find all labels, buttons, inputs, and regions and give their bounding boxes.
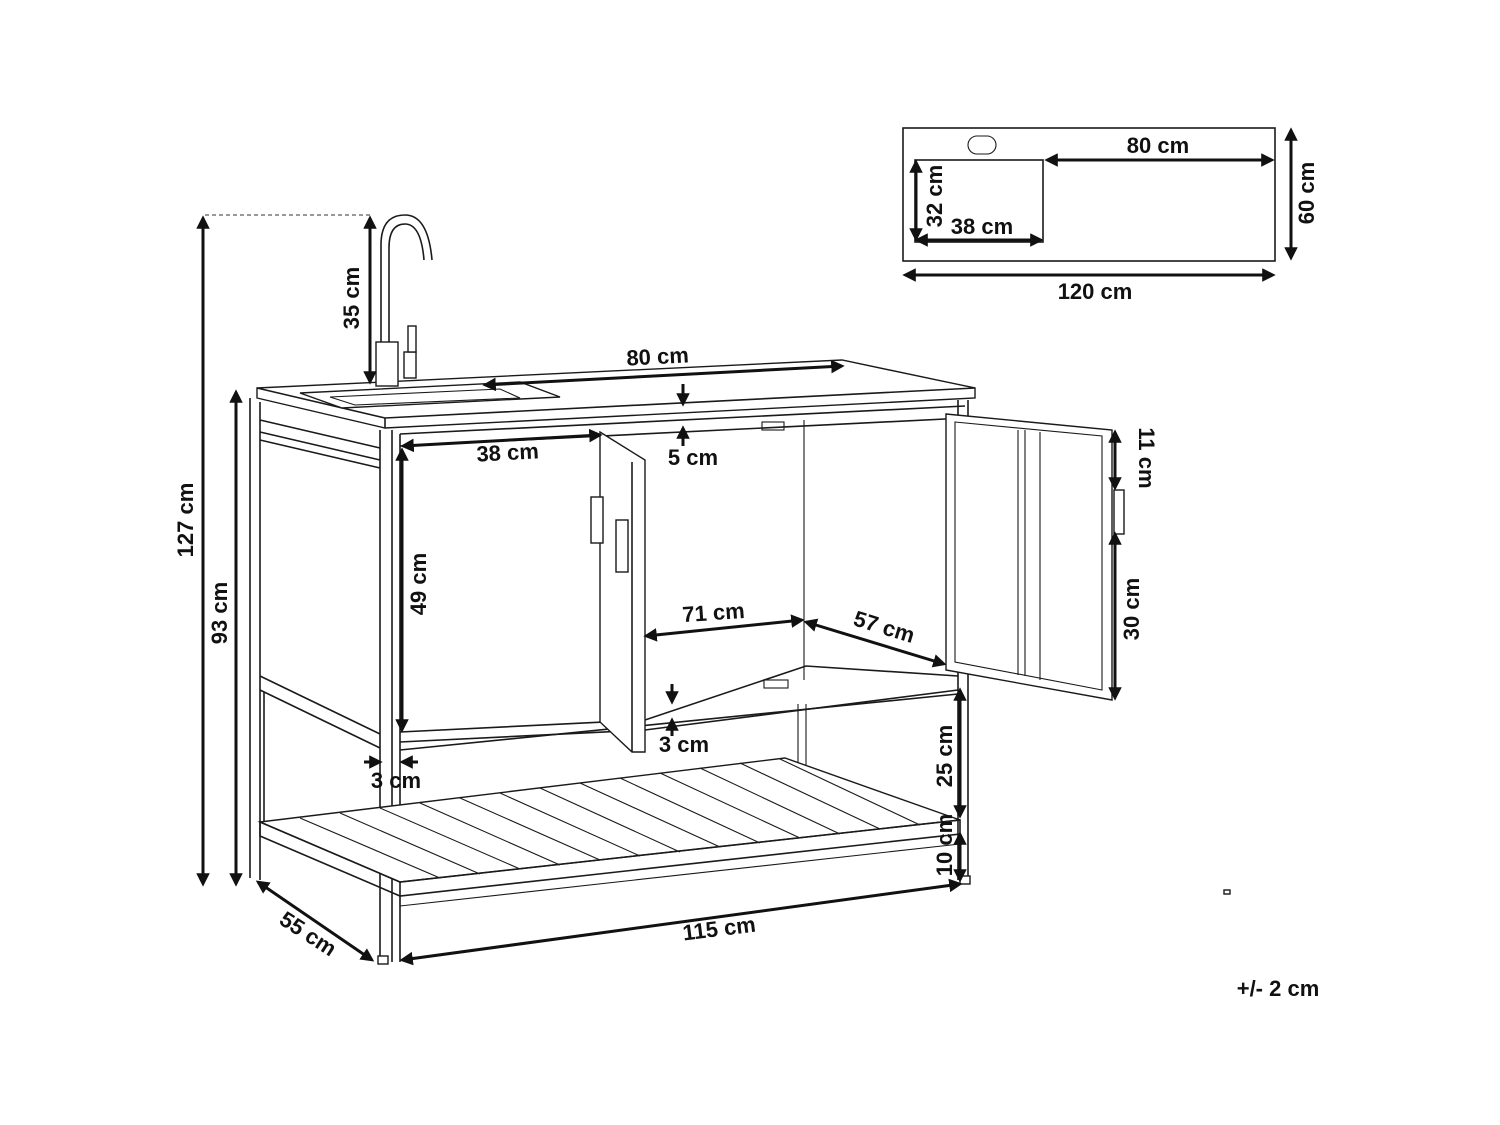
label-25: 25 cm	[932, 725, 957, 787]
label-11: 11 cm	[1134, 427, 1159, 488]
label-49: 49 cm	[406, 553, 431, 615]
label-93: 93 cm	[207, 582, 232, 644]
label-57: 57 cm	[851, 606, 918, 648]
right-door-handle	[1113, 489, 1125, 535]
tolerance-note: +/- 2 cm	[1237, 976, 1320, 1001]
label-80: 80 cm	[626, 342, 690, 370]
label-top-60: 60 cm	[1294, 162, 1319, 224]
label-71: 71 cm	[681, 598, 745, 627]
label-5: 5 cm	[668, 445, 718, 470]
left-door-open	[599, 430, 646, 753]
label-top-38: 38 cm	[951, 214, 1013, 239]
label-10: 10 cm	[932, 814, 957, 876]
top-view-plan: 80 cm 38 cm 32 cm 60 cm 120 cm	[902, 127, 1319, 304]
label-3-bottom: 3 cm	[659, 732, 709, 757]
dimension-labels: 127 cm 35 cm 93 cm 80 cm 38 cm 5 cm 49 c…	[173, 267, 1319, 1001]
faucet-icon	[375, 214, 433, 387]
label-top-32: 32 cm	[922, 165, 947, 227]
label-top-120: 120 cm	[1058, 279, 1133, 304]
left-door-handle	[590, 496, 604, 544]
label-35: 35 cm	[339, 267, 364, 329]
dim-line-57	[803, 618, 947, 668]
right-door-glass	[945, 413, 1113, 701]
dim-line-55	[255, 880, 375, 962]
label-top-80: 80 cm	[1127, 133, 1189, 158]
kitchen-cabinet	[249, 214, 1231, 965]
label-38: 38 cm	[476, 438, 540, 466]
dim-line-80	[482, 359, 845, 392]
dim-line-38	[400, 428, 603, 453]
dim-line-115	[399, 878, 963, 966]
faucet-hole-icon	[967, 135, 997, 155]
label-30: 30 cm	[1119, 578, 1144, 640]
label-127: 127 cm	[173, 483, 198, 558]
dim-line-71	[643, 614, 805, 642]
shelf-slats	[299, 758, 921, 879]
label-3-leg: 3 cm	[371, 768, 421, 793]
label-115: 115 cm	[681, 912, 757, 946]
dimension-lines	[196, 214, 1122, 966]
top-view-outline	[902, 127, 1276, 262]
